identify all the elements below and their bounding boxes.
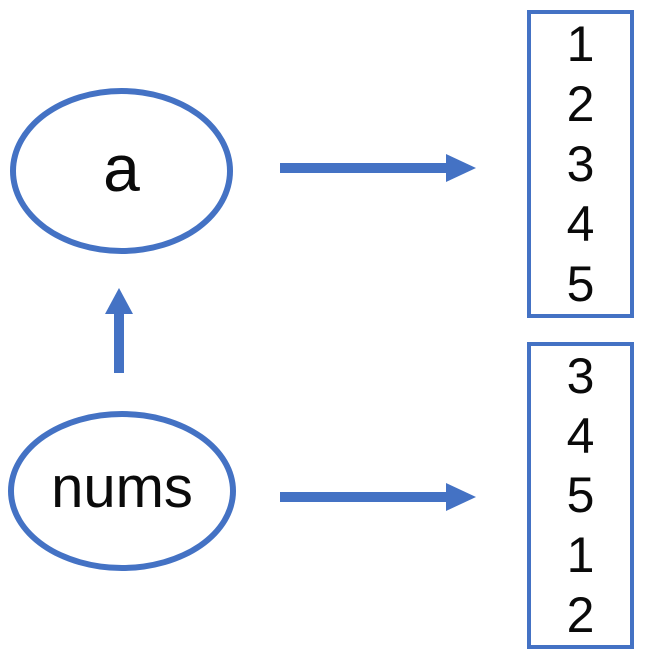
- list-nums-value: 3: [566, 347, 595, 404]
- arrow-shaft: [280, 492, 448, 502]
- list-box-a: 1 2 3 4 5: [527, 10, 634, 318]
- list-a-value: 3: [566, 136, 595, 192]
- list-a-value: 5: [566, 256, 595, 312]
- variable-node-a: a: [10, 88, 233, 254]
- arrow-head: [446, 154, 476, 182]
- up-arrow-nums-to-a: [105, 288, 133, 373]
- arrow-head: [446, 483, 476, 511]
- list-nums-value: 4: [566, 407, 595, 464]
- arrow-head: [105, 288, 133, 314]
- variable-label-nums: nums: [51, 455, 193, 520]
- arrow-shaft: [280, 163, 448, 173]
- list-nums-value: 2: [566, 587, 595, 644]
- right-arrow-nums-to-list: [280, 483, 476, 511]
- list-a-value: 4: [566, 196, 595, 252]
- right-arrow-a-to-list: [280, 154, 476, 182]
- variable-node-nums: nums: [8, 411, 236, 571]
- list-nums-value: 5: [566, 467, 595, 524]
- variable-label-a: a: [103, 131, 140, 205]
- list-a-value: 2: [566, 76, 595, 132]
- list-nums-value: 1: [566, 527, 595, 584]
- list-a-value: 1: [566, 16, 595, 72]
- list-box-nums: 3 4 5 1 2: [527, 342, 634, 649]
- arrow-shaft: [114, 312, 124, 373]
